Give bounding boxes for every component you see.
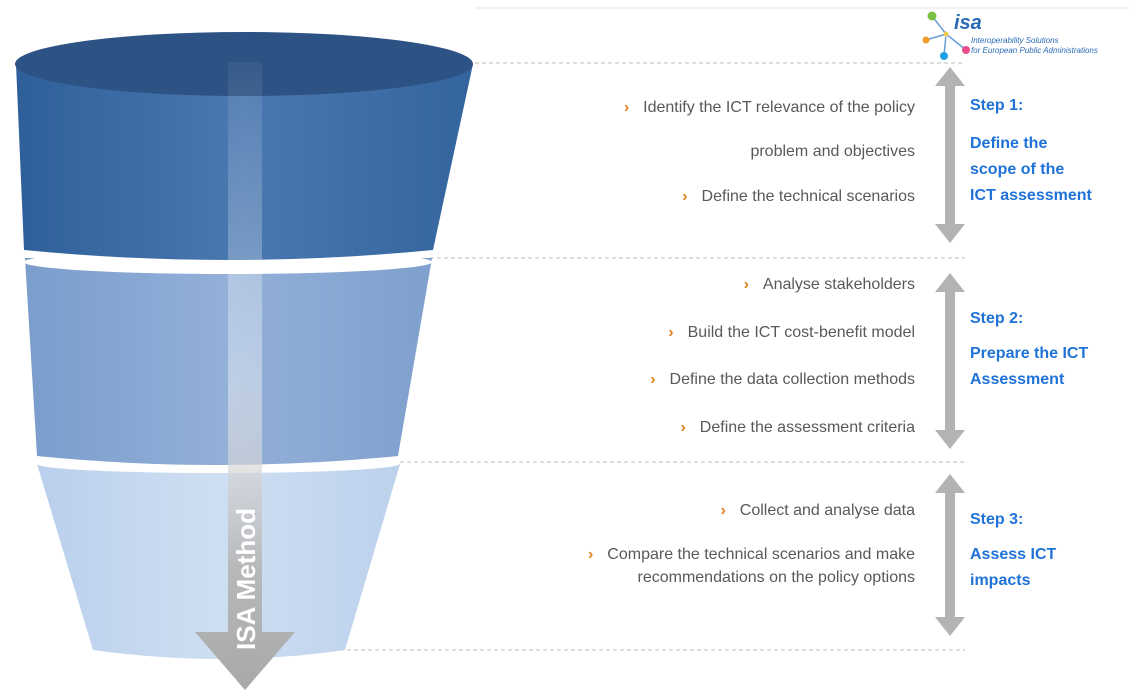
step-2-name-line-2: Assessment <box>970 371 1065 388</box>
step-arrows <box>935 67 965 636</box>
list-item: ›Analyse stakeholders <box>743 276 915 293</box>
step-2-span-arrow <box>935 273 965 449</box>
chevron-right-icon: › <box>623 99 630 116</box>
step-3-title: Step 3: <box>970 511 1024 528</box>
step-2-name-line-1: Prepare the ICT <box>970 345 1089 362</box>
list-item: ›Define the technical scenarios <box>682 188 915 205</box>
isa-logo: isa Interoperability Solutions for Europ… <box>916 6 1130 62</box>
step-3-bullets: ›Collect and analyse data ›Compare the t… <box>588 501 915 588</box>
step-1-span-arrow <box>935 67 965 243</box>
step-1-name-line-2: scope of the <box>970 161 1065 178</box>
list-item: ›Identify the ICT relevance of the polic… <box>623 99 915 160</box>
list-item: ›Compare the technical scenarios and mak… <box>587 546 915 586</box>
list-item: ›Define the data collection methods <box>650 371 915 388</box>
list-item: ›Define the assessment criteria <box>680 419 915 436</box>
separator-lines <box>340 62 965 651</box>
step-3-span-arrow <box>935 474 965 636</box>
step-1-name-line-3: ICT assessment <box>970 187 1092 204</box>
isa-logo-tagline: Interoperability Solutions for European … <box>971 36 1098 55</box>
step-3-label: Step 3: Assess ICT impacts <box>970 507 1056 594</box>
step-2-label: Step 2: Prepare the ICT Assessment <box>970 306 1088 393</box>
isa-method-label: ISA Method <box>231 508 261 650</box>
chevron-right-icon: › <box>743 276 749 293</box>
chevron-right-icon: › <box>682 188 688 205</box>
isa-method-arrow: ISA Method <box>195 62 295 690</box>
step-2-title: Step 2: <box>970 310 1024 327</box>
isa-logo-wordmark: isa <box>954 12 982 34</box>
chevron-right-icon: › <box>668 324 674 341</box>
list-item: ›Build the ICT cost-benefit model <box>668 324 915 341</box>
chevron-right-icon: › <box>720 502 726 519</box>
isa-logo-network-icon <box>922 11 970 60</box>
step-2-bullets: ›Analyse stakeholders ›Build the ICT cos… <box>650 275 915 438</box>
chevron-right-icon: › <box>650 371 656 388</box>
chevron-right-icon: › <box>587 546 594 563</box>
step-3-name-line-2: impacts <box>970 572 1031 589</box>
step-1-bullets: ›Identify the ICT relevance of the polic… <box>624 98 915 207</box>
chevron-right-icon: › <box>680 419 686 436</box>
funnel-section-bottom <box>37 455 400 659</box>
step-1-label: Step 1: Define the scope of the ICT asse… <box>970 93 1092 209</box>
step-1-title: Step 1: <box>970 97 1024 114</box>
step-1-name-line-1: Define the <box>970 135 1048 152</box>
list-item: ›Collect and analyse data <box>720 502 915 519</box>
step-3-name-line-1: Assess ICT <box>970 546 1057 563</box>
